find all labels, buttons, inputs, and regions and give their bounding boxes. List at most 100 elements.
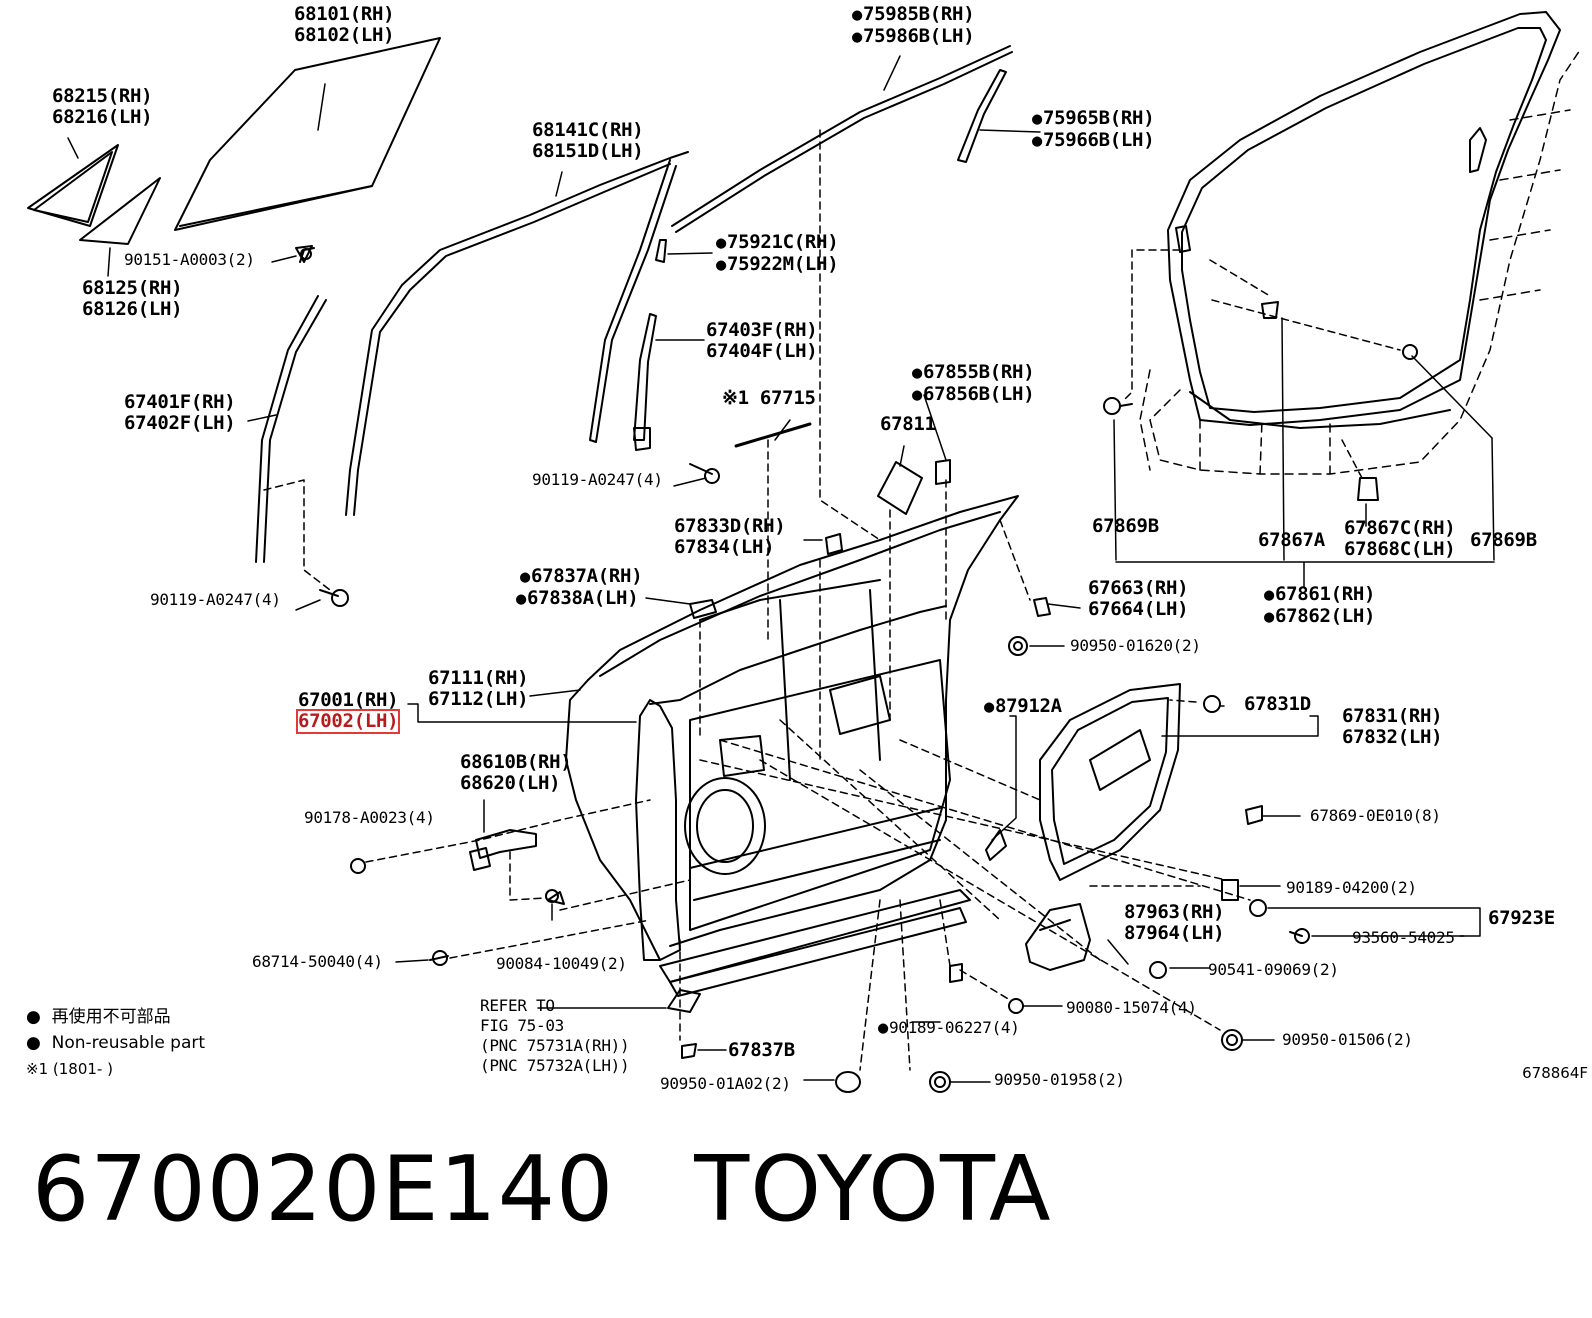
bullet-icon: ● bbox=[26, 1007, 41, 1027]
clip-67855b bbox=[935, 459, 951, 485]
clip-90151 bbox=[295, 245, 313, 263]
actuator-87963 bbox=[1025, 903, 1091, 971]
callout-90189-04200: 90189-04200(2) bbox=[1286, 878, 1417, 897]
callout-90541: 90541-09069(2) bbox=[1208, 960, 1339, 979]
bolt-90119-upper bbox=[689, 463, 720, 484]
callout-67837b: 67837B bbox=[728, 1039, 795, 1061]
callout-90119-upper: 90119-A0247(4) bbox=[532, 470, 663, 489]
callout-87963: 87963(RH)87964(LH) bbox=[1124, 901, 1225, 944]
door-panel-assembly bbox=[565, 495, 1019, 997]
callout-90189-06227: 90189-06227(4) bbox=[878, 1018, 1020, 1038]
door-opening-weatherstrip bbox=[1167, 11, 1561, 429]
quarter-glass-68215 bbox=[27, 144, 119, 227]
channel-67403f bbox=[633, 313, 657, 451]
plug-90950-01a02 bbox=[835, 1071, 861, 1093]
callout-90084: 90084-10049(2) bbox=[496, 954, 627, 973]
door-check-68610b bbox=[469, 829, 537, 871]
plug-90950-01958 bbox=[929, 1071, 951, 1093]
clip-67663 bbox=[1033, 597, 1051, 617]
callout-90119-lower: 90119-A0247(4) bbox=[150, 590, 281, 609]
callout-67111: 67111(RH)67112(LH) bbox=[428, 667, 529, 710]
clip-67869-0e010 bbox=[1245, 805, 1263, 825]
callout-68125: 68125(RH)68126(LH) bbox=[82, 277, 183, 320]
callout-67869b-right: 67869B bbox=[1470, 529, 1537, 551]
callout-67837a: 67837A(RH)67838A(LH) bbox=[520, 566, 643, 610]
callout-67861: 67861(RH)67862(LH) bbox=[1264, 584, 1376, 628]
callout-90950-01620: 90950-01620(2) bbox=[1070, 636, 1201, 655]
callout-87912a: 87912A bbox=[984, 695, 1062, 718]
callout-90950-01506: 90950-01506(2) bbox=[1282, 1030, 1413, 1049]
callout-68714: 68714-50040(4) bbox=[252, 952, 383, 971]
callout-67811: 67811 bbox=[880, 413, 936, 435]
callout-90178: 90178-A0023(4) bbox=[304, 808, 435, 827]
callout-67867a: 67867A bbox=[1258, 529, 1325, 551]
weatherstrip-67715 bbox=[734, 422, 812, 448]
door-glass-68101 bbox=[174, 37, 441, 231]
callout-67001: 67001(RH)67002(LH) bbox=[295, 689, 401, 734]
callout-90151: 90151-A0003(2) bbox=[124, 250, 255, 269]
clip-67867c bbox=[1357, 477, 1379, 501]
quarter-glass-68125 bbox=[79, 177, 161, 245]
callout-67867c: 67867C(RH)67868C(LH) bbox=[1344, 517, 1456, 560]
callout-67869b-left: 67869B bbox=[1092, 515, 1159, 537]
callout-67855b: 67855B(RH)67856B(LH) bbox=[912, 362, 1035, 406]
legend-line-en: ● Non-reusable part bbox=[26, 1033, 206, 1053]
callout-68101: 68101(RH)68102(LH) bbox=[294, 3, 395, 46]
callout-67869-0e010: 67869-0E010(8) bbox=[1310, 806, 1441, 825]
callout-67715: ※1 67715 bbox=[722, 387, 816, 409]
cap-75921c bbox=[655, 239, 667, 263]
body-opening-outline bbox=[1139, 49, 1581, 475]
legend-line-jp: ● 再使用不可部品 bbox=[26, 1007, 171, 1027]
clip-90189-04200 bbox=[1221, 879, 1239, 901]
bolt-67923e bbox=[1249, 899, 1267, 917]
belt-moulding-75985b bbox=[671, 45, 1013, 233]
callout-75985b: 75985B(RH)75986B(LH) bbox=[852, 4, 975, 48]
caption-brand: TOYOTA bbox=[694, 1137, 1052, 1242]
sill-moulding bbox=[667, 989, 701, 1013]
clip-68714 bbox=[429, 950, 449, 966]
run-channel-68141c bbox=[345, 151, 689, 516]
callout-67663: 67663(RH)67664(LH) bbox=[1088, 577, 1189, 620]
division-bar-67401f bbox=[255, 247, 327, 563]
callout-67831d: 67831D bbox=[1244, 693, 1311, 715]
clip-67837b bbox=[681, 1043, 697, 1059]
clip-67869b-left bbox=[1103, 397, 1133, 415]
nut-90178 bbox=[350, 858, 366, 874]
highlighted-part-67002: 67002(LH) bbox=[295, 709, 401, 734]
callout-68141c: 68141C(RH)68151D(LH) bbox=[532, 119, 644, 162]
callout-67833d: 67833D(RH)67834(LH) bbox=[674, 515, 786, 558]
pad-67811 bbox=[877, 461, 923, 515]
bolt-90119-lower bbox=[319, 589, 349, 607]
callout-67923e: 67923E bbox=[1488, 907, 1555, 929]
clip-67833d bbox=[825, 533, 843, 555]
callout-68610b: 68610B(RH)68620(LH) bbox=[460, 751, 572, 794]
callout-90080: 90080-15074(4) bbox=[1066, 998, 1197, 1017]
callout-67403f: 67403F(RH)67404F(LH) bbox=[706, 319, 818, 362]
plug-90950-01506 bbox=[1221, 1029, 1243, 1051]
callout-68215: 68215(RH)68216(LH) bbox=[52, 85, 153, 128]
leader-lines bbox=[67, 55, 1495, 1083]
bolt-90084 bbox=[545, 889, 565, 905]
moulding-75965b bbox=[957, 69, 1007, 163]
clip-90189-06227 bbox=[949, 963, 963, 983]
callout-75965b: 75965B(RH)75966B(LH) bbox=[1032, 108, 1155, 152]
callout-90950-01958: 90950-01958(2) bbox=[994, 1070, 1125, 1089]
clip-67869b-right bbox=[1402, 344, 1418, 360]
plug-90950-01620 bbox=[1008, 636, 1028, 656]
callout-67831: 67831(RH)67832(LH) bbox=[1342, 705, 1443, 748]
cover-87912a bbox=[985, 829, 1007, 861]
figure-number: 678864F bbox=[1522, 1064, 1588, 1082]
bolt-90080 bbox=[1008, 998, 1024, 1014]
callout-refer-to-fig: REFER TO FIG 75-03 (PNC 75731A(RH)) (PNC… bbox=[480, 996, 630, 1075]
caption-part-number: 670020E140 bbox=[32, 1137, 615, 1242]
part-caption: 670020E140 TOYOTA bbox=[32, 1140, 1052, 1240]
callout-75921c: 75921C(RH)75922M(LH) bbox=[716, 232, 839, 276]
callout-67401f: 67401F(RH)67402F(LH) bbox=[124, 391, 236, 434]
nut-90541 bbox=[1149, 961, 1167, 979]
legend-line-note: ※1 (1801- ) bbox=[26, 1060, 113, 1078]
callout-93560: 93560-54025 bbox=[1352, 928, 1455, 947]
clip-67831d bbox=[1203, 695, 1221, 713]
callout-90950-01a02: 90950-01A02(2) bbox=[660, 1074, 791, 1093]
